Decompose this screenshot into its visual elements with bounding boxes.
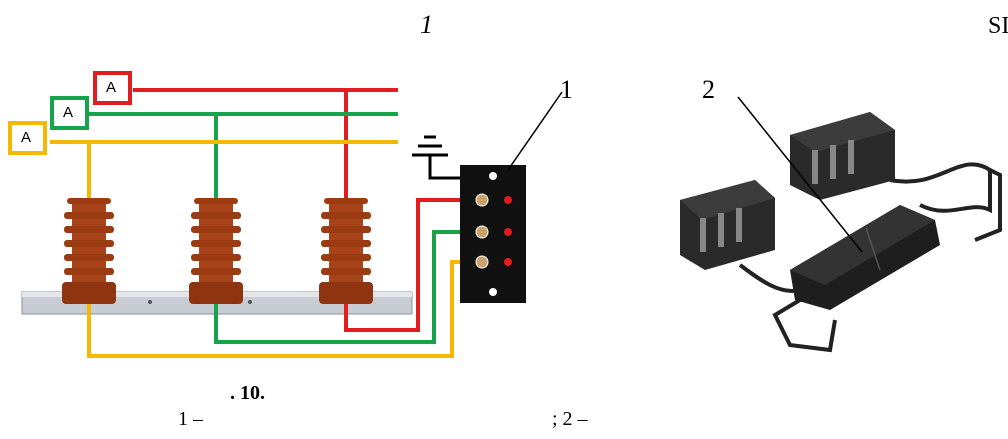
insulator-right	[319, 198, 373, 304]
red-phase-wire	[133, 88, 478, 332]
callout-label-1: 1	[560, 75, 573, 104]
ammeter-yellow	[8, 121, 47, 155]
yellow-phase-wire	[50, 140, 478, 358]
callout-label-2: 2	[702, 75, 715, 104]
figure-label: . 10.	[230, 382, 265, 404]
header-italic-label: 1	[420, 10, 433, 39]
ground-symbol	[412, 135, 462, 180]
ammeter-red-label: A	[106, 79, 117, 96]
insulator-left	[62, 198, 116, 304]
caption-item-1: 1 –	[178, 408, 203, 430]
caption-item-2: ; 2 –	[552, 408, 588, 430]
callout-line-2	[737, 96, 863, 253]
ammeter-green-label: A	[63, 104, 74, 121]
shorting-device-illustration	[680, 112, 1002, 353]
header-right-label: SI	[988, 13, 1008, 39]
ammeter-green	[50, 96, 89, 130]
ammeter-yellow-label: A	[21, 129, 32, 146]
terminal-block	[460, 165, 526, 303]
ammeter-red	[93, 71, 132, 105]
insulator-middle	[189, 198, 243, 304]
green-phase-wire	[89, 112, 478, 344]
callout-line-1	[507, 91, 563, 171]
